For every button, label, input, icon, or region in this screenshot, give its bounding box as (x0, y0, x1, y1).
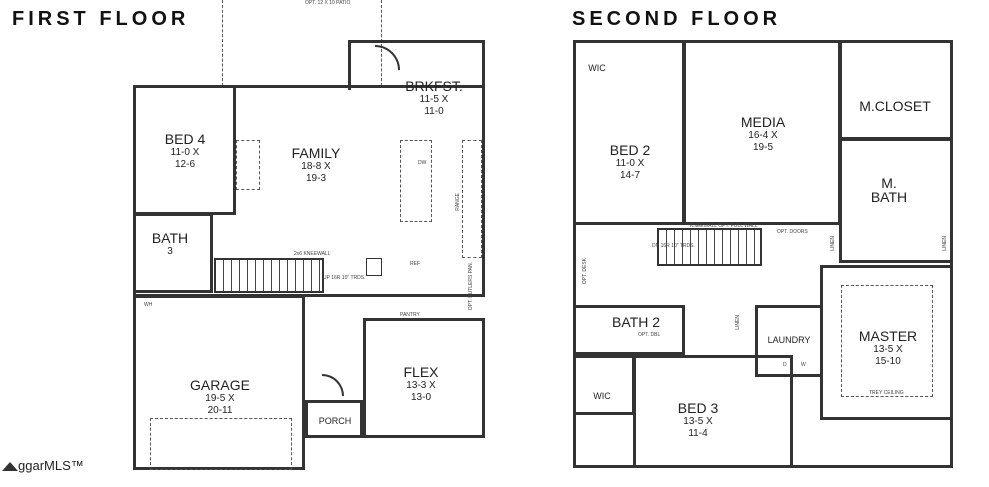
second-floor-title: SECOND FLOOR (572, 8, 782, 30)
logo-text: ggarMLS™ (18, 458, 84, 473)
trey-label: TREY CEILING (869, 390, 904, 396)
mbath-walls (839, 138, 953, 263)
room-wic-top: WIC (588, 63, 606, 73)
washer-label: W (801, 362, 806, 368)
mcloset-walls (839, 40, 953, 140)
first-floor-title: FIRST FLOOR (12, 8, 190, 30)
kitchen-island (400, 140, 432, 222)
first-floor-stairs (214, 258, 324, 293)
range-label: RANGE (455, 193, 461, 211)
opt-doors-label: OPT. DOORS (777, 229, 808, 235)
room-laundry: LAUNDRY (767, 335, 811, 345)
breakfast-bump-walls (348, 40, 485, 90)
mls-logo: ggarMLS™ (2, 458, 84, 473)
second-floor-stairs (657, 228, 762, 266)
flex-walls (363, 318, 485, 438)
trey-ceiling-outline (841, 285, 933, 397)
linen-label-2: LINEN (942, 236, 948, 251)
pantry-label: PANTRY (400, 312, 420, 318)
room-bath2: BATH 2 (612, 314, 660, 330)
porch-walls (305, 400, 363, 438)
linen-label-3: LINEN (735, 315, 741, 330)
bath3-walls (133, 213, 213, 293)
room-mcloset: M.CLOSET (859, 98, 931, 114)
stairs-label: UP 16R 10" TRDS. (323, 275, 366, 281)
garage-door-outline (150, 418, 292, 470)
garage-walls (133, 295, 305, 470)
butlers-label: OPT. BUTLERS PAN. (468, 262, 474, 311)
opt-dbl-label: OPT. DBL (638, 332, 661, 338)
wh-label: WH (144, 302, 153, 308)
kneewall-label-2: KNEEWALL OPT. FULL WALL (690, 223, 758, 229)
desk-label: OPT. DESK (582, 258, 588, 285)
wh-box (366, 258, 382, 276)
room-porch: PORCH (318, 416, 352, 426)
kitchen-counter (462, 140, 482, 258)
wic-bottom-walls (573, 355, 635, 415)
dw-label: DW (418, 160, 427, 166)
porch-door[interactable] (322, 374, 344, 396)
patio-label: OPT. 12 X 10 PATIO (305, 0, 351, 6)
ref-label: REF (410, 261, 420, 267)
dryer-label: D (783, 362, 787, 368)
linen-label-1: LINEN (830, 236, 836, 251)
room-mbath: M.BATH (870, 175, 908, 205)
kneewall-label: 2x6 KNEEWALL (294, 251, 331, 257)
laundry-walls (755, 305, 823, 377)
house-icon (2, 462, 18, 472)
room-wic-bottom: WIC (593, 391, 611, 401)
fireplace (236, 140, 260, 190)
bath2-walls (573, 305, 685, 355)
stairs-label-2: DN 16R 10" TRDS. (652, 243, 695, 249)
